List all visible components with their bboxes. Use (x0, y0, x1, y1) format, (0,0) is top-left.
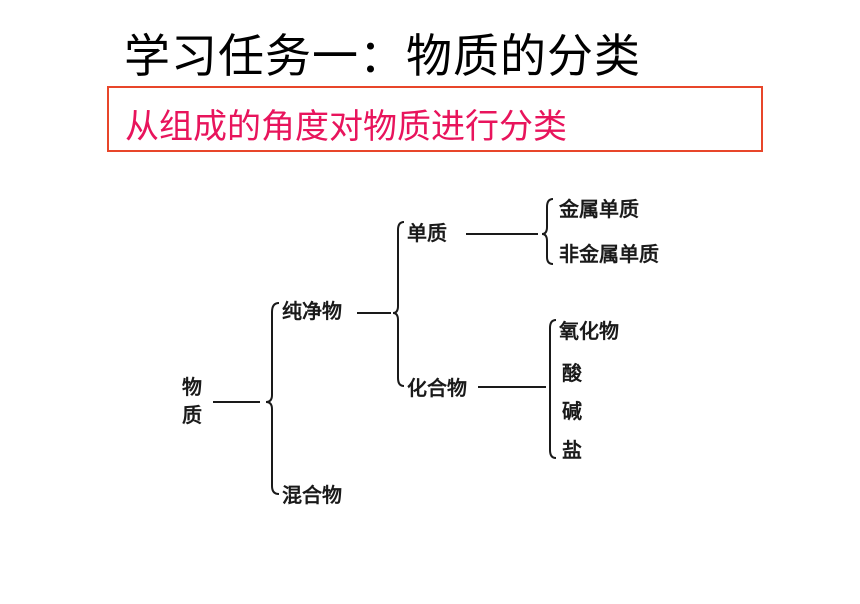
node-base: 碱 (562, 399, 582, 423)
brace-level1 (265, 302, 280, 495)
node-root: 物 质 (182, 376, 202, 426)
node-element: 单质 (407, 221, 447, 245)
node-salt: 盐 (562, 438, 582, 462)
node-oxide: 氧化物 (559, 319, 619, 343)
node-pure-substance: 纯净物 (282, 299, 342, 323)
node-acid: 酸 (562, 361, 582, 385)
slide-title: 学习任务一：物质的分类 (124, 29, 641, 83)
subtitle-text: 从组成的角度对物质进行分类 (125, 107, 567, 147)
node-mixture: 混合物 (282, 483, 342, 507)
brace-element (541, 198, 554, 265)
brace-level2 (392, 221, 405, 387)
node-compound: 化合物 (407, 376, 467, 400)
node-root-line2: 质 (182, 403, 202, 427)
brace-compound (549, 319, 557, 459)
node-root-line1: 物 (182, 375, 202, 399)
node-metal-element: 金属单质 (559, 197, 639, 221)
subtitle-box: 从组成的角度对物质进行分类 (107, 86, 763, 152)
node-nonmetal-element: 非金属单质 (559, 242, 659, 266)
